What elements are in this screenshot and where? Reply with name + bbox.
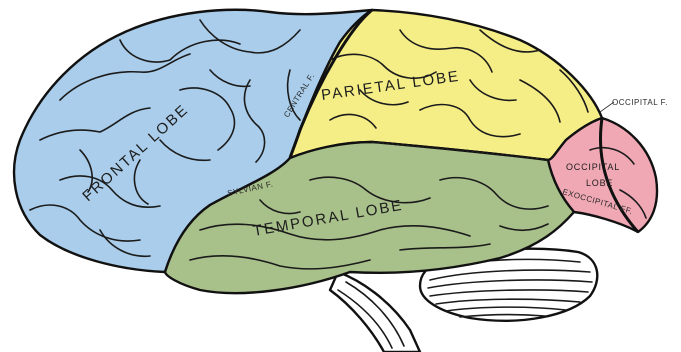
occipital-fissure-label: OCCIPITAL F. [612, 98, 668, 107]
occipital-lobe-label-line1: OCCIPITAL [566, 162, 620, 172]
occipital-lobe-label-line2: LOBE [586, 178, 613, 188]
brainstem [330, 272, 420, 352]
